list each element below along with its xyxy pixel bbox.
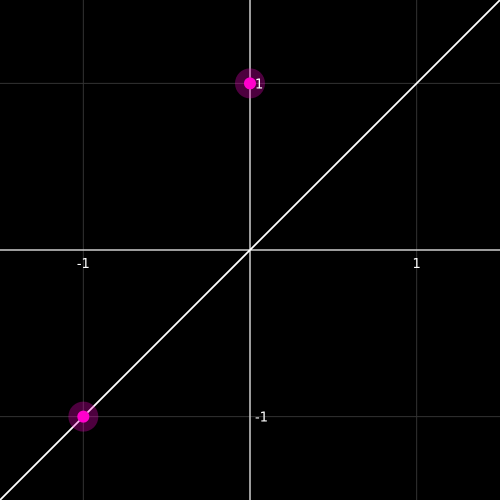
data-point[interactable] [77, 410, 90, 423]
x-tick-label: 1 [413, 257, 421, 272]
x-tick-label: -1 [77, 257, 90, 272]
y-tick-label: 1 [255, 77, 263, 92]
data-point[interactable] [244, 77, 256, 90]
point-series [68, 68, 265, 432]
tick-labels: -1 1 1 -1 [77, 77, 421, 425]
y-tick-label: -1 [255, 411, 268, 426]
